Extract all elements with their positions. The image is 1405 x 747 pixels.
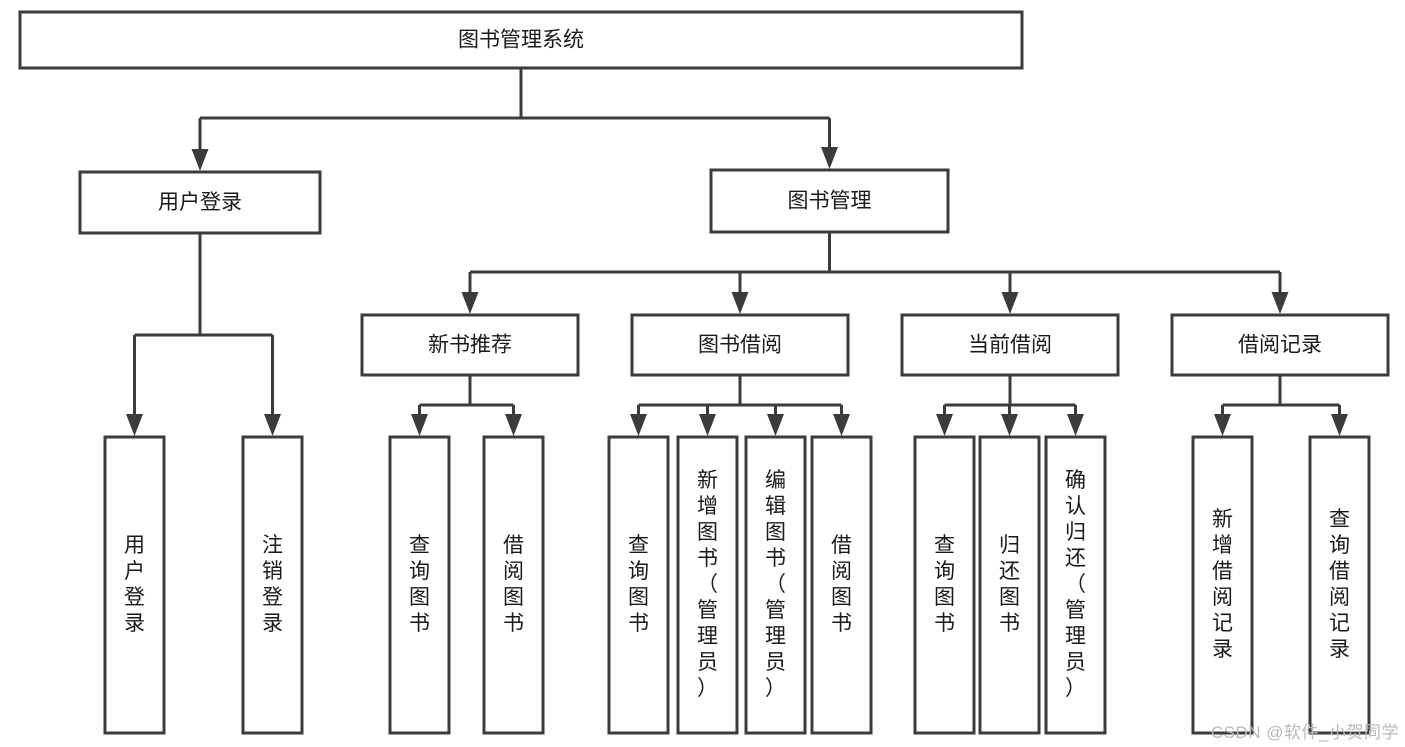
watermark-text: CSDN @软件_小贺同学 (1210, 723, 1399, 742)
arrow-head-icon (1214, 414, 1231, 436)
node-box[interactable] (388, 435, 451, 735)
node-leaf-logout[interactable]: 注销登录 (241, 435, 304, 735)
node-label: 用户登录 (158, 191, 242, 214)
node-label: 当前借阅 (968, 334, 1052, 357)
edge-group-new-book-rec (411, 375, 522, 436)
node-leaf-query-book-rec[interactable]: 查询图书 (388, 435, 451, 735)
arrow-head-icon (461, 292, 479, 314)
arrow-head-icon (821, 147, 838, 169)
node-leaf-borrow-book-b[interactable]: 借阅图书 (810, 435, 873, 735)
node-leaf-add-record[interactable]: 新增借阅记录 (1191, 435, 1254, 735)
edge-group-current-borrow (936, 375, 1084, 436)
node-label: 新增借阅记录 (1212, 508, 1233, 661)
node-box[interactable] (360, 313, 580, 377)
arrow-head-icon (264, 414, 281, 436)
arrow-head-icon (411, 414, 428, 436)
node-label: 借阅图书 (831, 534, 852, 635)
node-box[interactable] (1170, 313, 1390, 377)
node-borrow-record[interactable]: 借阅记录 (1170, 313, 1390, 377)
edge-group-borrow-record (1214, 375, 1348, 436)
node-box[interactable] (630, 313, 850, 377)
node-leaf-borrow-book-rec[interactable]: 借阅图书 (482, 435, 545, 735)
arrow-head-icon (191, 149, 209, 171)
node-box[interactable] (1308, 435, 1371, 735)
node-box[interactable] (900, 313, 1120, 377)
node-leaf-return-book[interactable]: 归还图书 (978, 435, 1041, 735)
node-box[interactable] (18, 10, 1024, 70)
node-leaf-query-record[interactable]: 查询借阅记录 (1308, 435, 1371, 735)
node-label: 借阅记录 (1238, 334, 1322, 357)
node-leaf-user-login[interactable]: 用户登录 (103, 435, 166, 735)
edge-group-user-login (126, 233, 281, 436)
node-box[interactable] (103, 435, 166, 735)
node-label: 编辑图书（管理员） (765, 469, 786, 700)
node-label: 图书管理系统 (458, 29, 584, 52)
edge-group-book-manage (461, 232, 1289, 314)
node-box[interactable] (978, 435, 1041, 735)
node-label: 新书推荐 (428, 334, 512, 357)
arrow-head-icon (630, 414, 647, 436)
node-box[interactable] (676, 435, 739, 735)
arrow-head-icon (1271, 292, 1289, 314)
node-label: 查询图书 (934, 534, 955, 635)
node-box[interactable] (1044, 435, 1107, 735)
arrow-head-icon (699, 414, 716, 436)
nodes-layer: 图书管理系统用户登录图书管理新书推荐图书借阅当前借阅借阅记录用户登录注销登录查询… (18, 10, 1390, 735)
node-label: 图书管理 (788, 190, 872, 213)
node-leaf-edit-book[interactable]: 编辑图书（管理员） (744, 435, 807, 735)
node-box[interactable] (744, 435, 807, 735)
node-box[interactable] (1191, 435, 1254, 735)
node-label: 查询借阅记录 (1329, 508, 1350, 661)
arrow-head-icon (505, 414, 522, 436)
node-label: 借阅图书 (503, 534, 524, 635)
node-box[interactable] (913, 435, 976, 735)
node-label: 查询图书 (628, 534, 649, 635)
node-leaf-confirm-return[interactable]: 确认归还（管理员） (1044, 435, 1107, 735)
node-book-manage[interactable]: 图书管理 (709, 168, 950, 234)
node-box[interactable] (810, 435, 873, 735)
node-box[interactable] (482, 435, 545, 735)
node-label: 用户登录 (124, 534, 145, 635)
node-leaf-add-book[interactable]: 新增图书（管理员） (676, 435, 739, 735)
node-leaf-query-book-c[interactable]: 查询图书 (913, 435, 976, 735)
node-label: 新增图书（管理员） (697, 469, 718, 700)
arrow-head-icon (1001, 292, 1019, 314)
arrow-head-icon (767, 414, 784, 436)
node-box[interactable] (709, 168, 950, 234)
node-box[interactable] (607, 435, 670, 735)
edge-group-book-borrow (630, 375, 850, 436)
edge-group-root (191, 68, 838, 171)
node-label: 注销登录 (262, 534, 283, 635)
node-label: 查询图书 (409, 534, 430, 635)
arrow-head-icon (731, 292, 749, 314)
arrow-head-icon (936, 414, 953, 436)
node-label: 图书借阅 (698, 334, 782, 357)
node-box[interactable] (241, 435, 304, 735)
node-label: 确认归还（管理员） (1065, 469, 1086, 700)
node-current-borrow[interactable]: 当前借阅 (900, 313, 1120, 377)
arrow-head-icon (1001, 414, 1018, 436)
arrow-head-icon (1067, 414, 1084, 436)
node-box[interactable] (78, 170, 322, 235)
node-leaf-query-book-b[interactable]: 查询图书 (607, 435, 670, 735)
arrow-head-icon (126, 414, 143, 436)
edges-layer (126, 68, 1348, 436)
node-book-borrow[interactable]: 图书借阅 (630, 313, 850, 377)
node-root[interactable]: 图书管理系统 (18, 10, 1024, 70)
arrow-head-icon (1331, 414, 1348, 436)
node-label: 归还图书 (999, 534, 1020, 635)
arrow-head-icon (833, 414, 850, 436)
node-user-login[interactable]: 用户登录 (78, 170, 322, 235)
node-new-book-rec[interactable]: 新书推荐 (360, 313, 580, 377)
